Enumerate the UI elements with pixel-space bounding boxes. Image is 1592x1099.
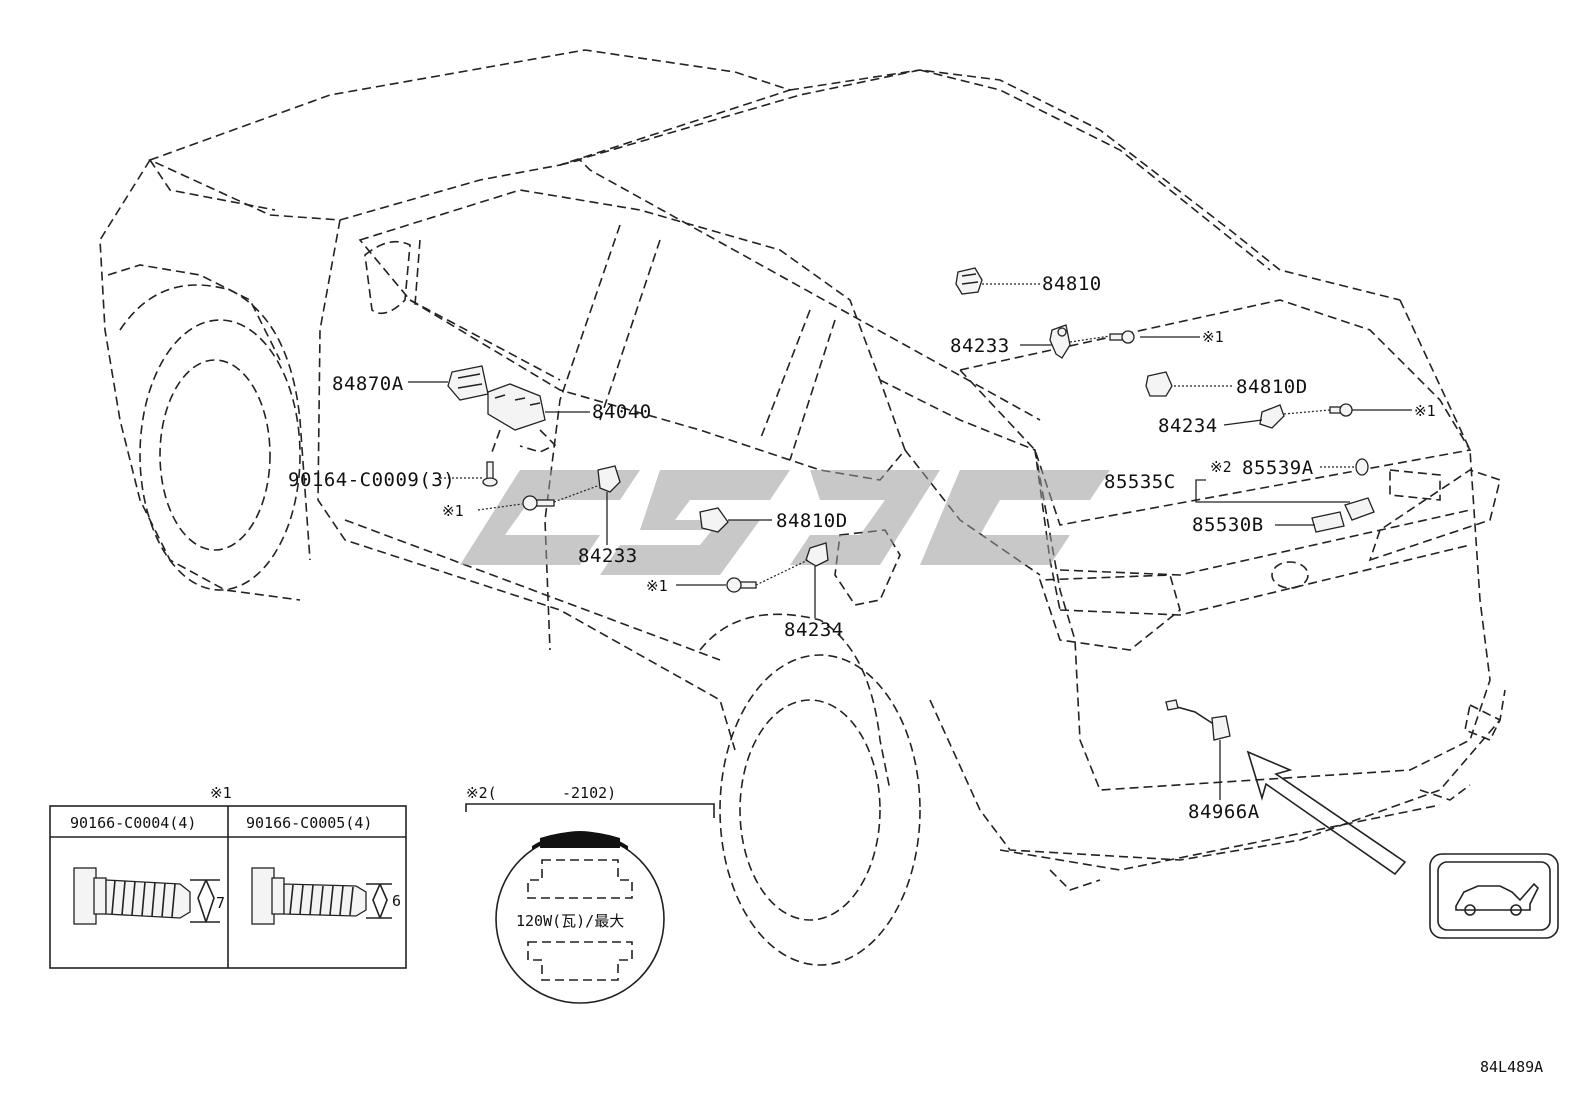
label-note2: ※2 <box>1210 458 1232 476</box>
screw-icon <box>1329 403 1353 417</box>
label-84233-left: 84233 <box>578 545 638 567</box>
switch-84810-icon <box>955 267 983 295</box>
label-84233-top: 84233 <box>950 335 1010 357</box>
screw-table-col2: 90166-C0005(4) <box>246 814 372 832</box>
screw-90164-icon <box>482 461 498 487</box>
switch-84040-icon <box>487 383 557 453</box>
switch-84810D-icon <box>1145 371 1173 397</box>
watermark-logo <box>460 470 1110 575</box>
screw-dim-2: 6 <box>392 892 401 910</box>
bracket-84234-icon <box>805 542 829 567</box>
label-90164: 90164-C0009(3) <box>288 469 455 491</box>
label-84810D-mid: 84810D <box>776 510 848 532</box>
bulb-detail-note: ※2( <box>466 784 497 802</box>
screw-icon <box>522 495 555 511</box>
bulb-detail-code: -2102) <box>562 784 616 802</box>
screw-table: ※1 90166-C0004(4) 90166-C0005(4) 7 6 <box>49 784 407 969</box>
label-84966A: 84966A <box>1188 801 1260 823</box>
bracket-84234-icon <box>1259 404 1285 429</box>
screw-table-col1: 90166-C0004(4) <box>70 814 196 832</box>
label-84040: 84040 <box>592 401 652 423</box>
bulb-85539A-icon <box>1355 458 1369 476</box>
label-note1-top2: ※1 <box>1414 402 1436 420</box>
label-85535C: 85535C <box>1104 471 1176 493</box>
switch-84810D-icon <box>699 507 729 533</box>
bracket-84233-icon <box>1049 324 1071 359</box>
screw-dim-1: 7 <box>216 894 225 912</box>
label-84234-mid: 84234 <box>784 619 844 641</box>
vehicle-rear-hatch-icon <box>1429 853 1559 939</box>
label-84810: 84810 <box>1042 273 1102 295</box>
label-84810D-top: 84810D <box>1236 376 1308 398</box>
socket-85530B-icon <box>1311 497 1375 533</box>
bulb-rating: 120W(瓦)/最大 <box>516 912 624 930</box>
parts <box>447 267 1407 876</box>
callout-labels: 84810 84233 ※1 84810D 84234 ※1 ※2 85539A… <box>288 273 1543 1076</box>
screw-90166-C0004-icon <box>73 867 220 925</box>
label-84870A: 84870A <box>332 373 404 395</box>
switch-84966A-icon <box>1165 699 1231 741</box>
label-84234-top: 84234 <box>1158 415 1218 437</box>
label-85530B: 85530B <box>1192 514 1264 536</box>
screw-90166-C0005-icon <box>251 867 392 925</box>
screw-icon <box>1109 330 1135 344</box>
view-arrow-icon <box>1246 750 1407 876</box>
figure-code: 84L489A <box>1480 1058 1543 1076</box>
screw-table-note: ※1 <box>210 784 232 802</box>
leader-lines <box>408 283 1412 800</box>
label-85539A: 85539A <box>1242 457 1314 479</box>
bulb-detail: ※2( -2102) 120W(瓦)/最大 <box>465 784 715 1004</box>
screw-icon <box>726 577 757 593</box>
label-note1-top: ※1 <box>1202 328 1224 346</box>
label-note1-mid: ※1 <box>646 577 668 595</box>
switch-84870A-icon <box>447 365 489 401</box>
vehicle-outline <box>99 49 1506 966</box>
label-note1-left: ※1 <box>442 502 464 520</box>
